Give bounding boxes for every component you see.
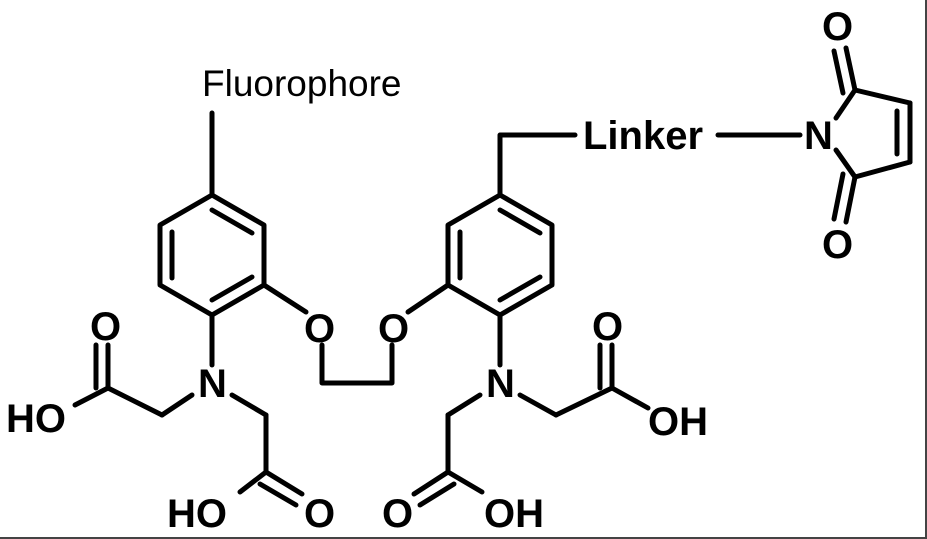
carbonyl-oxygen-left-upper: O (90, 305, 121, 349)
linker-label: Linker (583, 114, 703, 158)
hydroxyl-right-lower: OH (484, 492, 544, 536)
carbonyl-oxygen-left-lower: O (304, 492, 335, 536)
left-benzene-ring (157, 192, 267, 318)
hydroxyl-right-upper: OH (648, 400, 708, 444)
hydroxyl-left-upper: HO (6, 397, 66, 441)
maleimide-nitrogen: N (804, 114, 833, 158)
ether-oxygen-left: O (304, 307, 335, 351)
amine-nitrogen-right: N (486, 362, 515, 406)
carbonyl-oxygen-right-lower: O (382, 492, 413, 536)
amine-nitrogen-left: N (198, 362, 227, 406)
hydroxyl-left-lower: HO (167, 492, 227, 536)
ether-oxygen-right: O (378, 307, 409, 351)
fluorophore-label: Fluorophore (202, 63, 402, 104)
maleimide-ring (831, 45, 913, 225)
left-amine-bonds (72, 312, 305, 508)
right-amine-bonds (411, 312, 651, 508)
maleimide-oxygen-top: O (822, 5, 853, 49)
maleimide-oxygen-bottom: O (822, 223, 853, 267)
linker-arm-bonds (497, 132, 803, 198)
right-benzene-ring (445, 192, 555, 318)
carbonyl-oxygen-right-upper: O (592, 305, 623, 349)
ether-bridge-bonds (261, 282, 451, 386)
